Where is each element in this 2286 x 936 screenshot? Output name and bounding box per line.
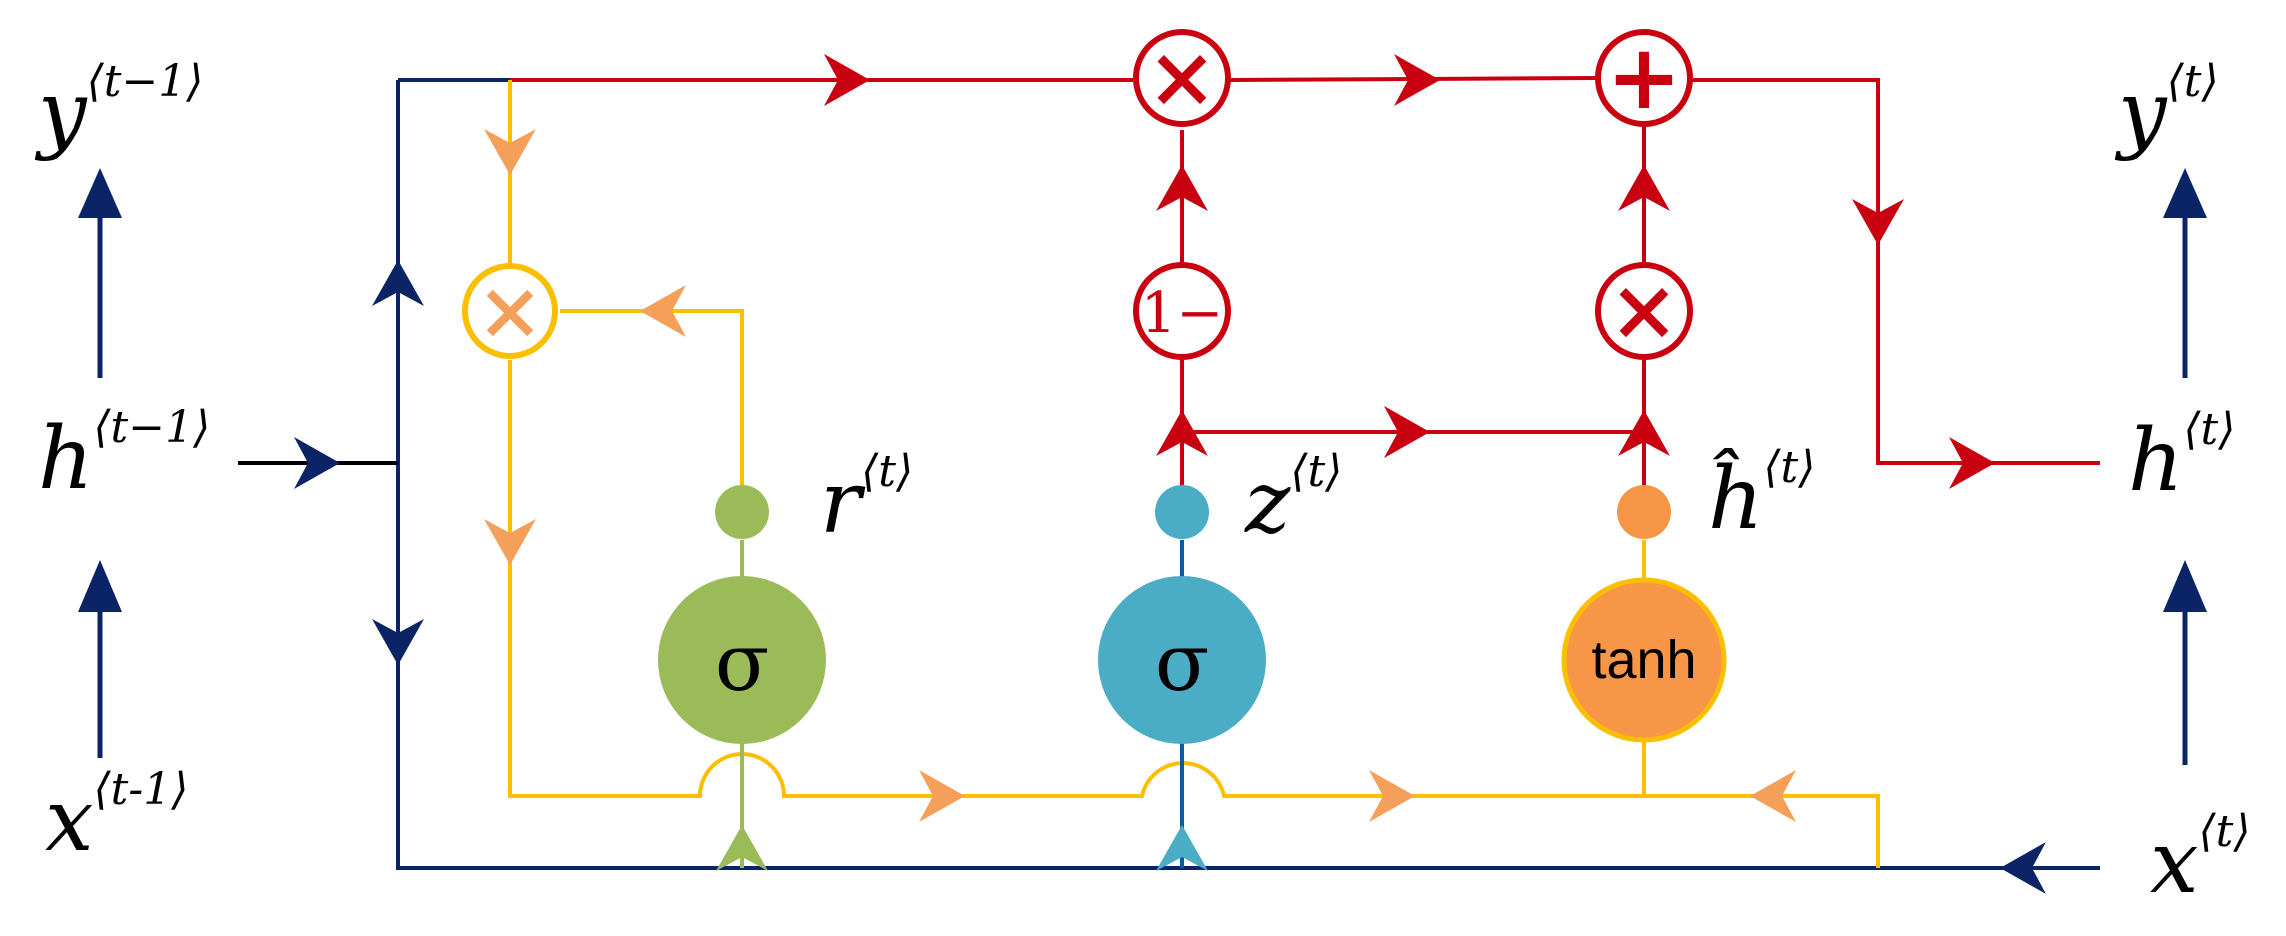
arrow-navy-h-in — [294, 437, 340, 489]
y-t-arrow-head — [2163, 168, 2207, 218]
arrow-red-up-2 — [1156, 410, 1208, 456]
top-multiply-op: × — [1133, 27, 1231, 127]
add-op: + — [1595, 24, 1693, 130]
h-prev-label: h⟨t−1⟩ — [38, 402, 210, 509]
one-minus-op: 1− — [1133, 262, 1231, 360]
reset-sigma-label: σ — [715, 616, 770, 709]
candidate-gate: tanh — [1561, 485, 1727, 743]
z-t-label: z⟨t⟩ — [1244, 446, 1342, 553]
update-output-dot — [1155, 485, 1209, 539]
y-prev-label: y⟨t−1⟩ — [34, 56, 203, 163]
arrow-navy-x-in — [2000, 842, 2046, 894]
candidate-multiply-op: × — [1595, 260, 1693, 360]
arrow-blue-up — [1156, 825, 1208, 871]
y-prev-arrow-head — [78, 168, 122, 218]
h-t-label: h⟨t⟩ — [2128, 404, 2235, 511]
top-multiply-icon: × — [1147, 27, 1217, 126]
arrow-salmon-3 — [640, 285, 686, 337]
update-sigma-label: σ — [1155, 616, 1210, 709]
arrow-red-up-4 — [1618, 410, 1670, 456]
reset-output-dot — [715, 485, 769, 539]
r-t-label: r⟨t⟩ — [820, 446, 913, 553]
update-sigma-circle — [1098, 576, 1266, 744]
arrow-green-up — [716, 825, 768, 871]
one-minus-label: 1− — [1141, 281, 1224, 346]
arrowheads — [294, 54, 2046, 894]
y-t-label: y⟨t⟩ — [2114, 56, 2219, 163]
arrow-red-h-out — [1949, 437, 1995, 489]
arrow-navy-up — [372, 260, 424, 306]
operators: × × + 1− × — [462, 24, 1693, 360]
tanh-circle — [1561, 577, 1727, 743]
arrow-salmon-1 — [484, 129, 536, 175]
tanh-label: tanh — [1591, 630, 1696, 690]
arrow-red-up-1 — [1156, 165, 1208, 211]
arrow-salmon-4 — [919, 770, 965, 822]
arrow-top-red-1 — [824, 54, 870, 106]
arrow-red-down-right — [1852, 199, 1904, 245]
top-red-path — [510, 76, 2100, 465]
outer-arrows — [78, 168, 2207, 765]
x-t-arrow-head — [2163, 560, 2207, 612]
x-prev-label: x⟨t-1⟩ — [45, 764, 188, 871]
navy-bus — [396, 78, 2100, 870]
arrow-navy-down — [372, 619, 424, 665]
candidate-multiply-icon: × — [1609, 260, 1679, 359]
x-prev-arrow-head — [78, 560, 122, 612]
arrow-top-red-2 — [1394, 54, 1440, 106]
arrow-salmon-6 — [1750, 770, 1796, 822]
reset-sigma-circle — [658, 576, 826, 744]
arrow-salmon-2 — [484, 519, 536, 565]
candidate-output-dot — [1617, 485, 1671, 539]
reset-multiply-op: × — [462, 263, 558, 359]
update-gate: σ — [1098, 485, 1266, 744]
reset-gate: σ — [658, 485, 826, 744]
arrow-red-up-3 — [1618, 165, 1670, 211]
arrow-red-mid — [1384, 406, 1430, 458]
variable-labels: y⟨t−1⟩ h⟨t−1⟩ x⟨t-1⟩ y⟨t⟩ h⟨t⟩ x⟨t⟩ r⟨t⟩… — [34, 56, 2251, 913]
x-t-label: x⟨t⟩ — [2150, 806, 2251, 913]
reset-multiply-icon: × — [476, 263, 543, 357]
add-icon: + — [1606, 24, 1681, 130]
arrow-salmon-5 — [1369, 770, 1415, 822]
hhat-t-label: ĥ⟨t⟩ — [1708, 442, 1815, 549]
